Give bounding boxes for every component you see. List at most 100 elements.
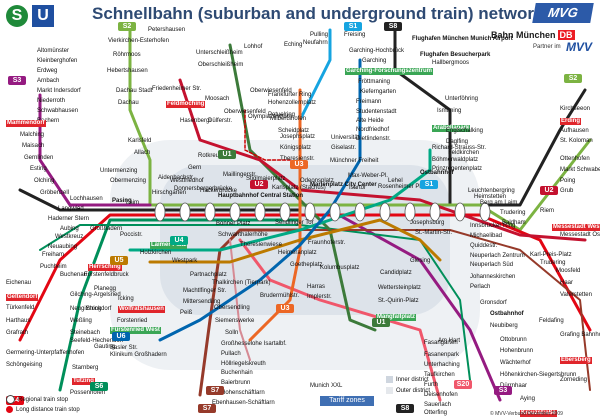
station-label: Universität <box>331 135 360 141</box>
station-label: Grafing Bahnhof <box>560 332 600 338</box>
station-label: Grub <box>560 188 574 194</box>
station-label: Hebertshausen <box>107 68 148 74</box>
station-label: Wettersteinplatz <box>378 285 421 291</box>
station-label: Mammendorf <box>6 120 46 127</box>
station-label: Johanneskirchen <box>470 274 516 280</box>
station-label: Puchheim <box>40 264 67 270</box>
station-label: Geltendorf <box>6 294 39 301</box>
station-label: Westkreuz <box>55 234 84 240</box>
station-label: Erding <box>560 118 581 125</box>
legend-longdistance: Long distance train stop <box>6 406 80 413</box>
line-badge: U3 <box>276 304 294 313</box>
station-label: Harras <box>307 284 326 290</box>
outer-district-icon <box>386 387 393 394</box>
station-label: Ebersberg <box>560 357 592 364</box>
station-label: Holzkirchen <box>140 250 172 256</box>
line-badge: U4 <box>170 236 188 245</box>
station-label: Freimann <box>356 99 382 105</box>
station-label: Laim <box>126 200 140 206</box>
station-label: Böhmerwaldplatz <box>432 157 479 163</box>
inner-district-icon <box>386 376 393 383</box>
line-badge: S3 <box>494 386 512 395</box>
station-label: Höhenkirchen-Siegertsbrunn <box>500 372 577 378</box>
s-bahn-logo: S <box>6 5 28 27</box>
station-label: Maisach <box>22 143 45 149</box>
station-label: Großhesselohe Isartalbf. <box>221 341 287 347</box>
line-badge: U1 <box>372 318 390 327</box>
station-label: Pulling <box>310 32 329 38</box>
station-label: Pullach <box>221 351 241 357</box>
u-bahn-logo: U <box>32 5 54 27</box>
station-label: Arabellapark <box>432 125 471 132</box>
line-badge: S1 <box>420 180 438 189</box>
station-label: Gern <box>188 165 202 171</box>
station-label: Buchenau <box>60 272 88 278</box>
station-label: Unterschleißheim <box>196 50 243 56</box>
db-mark: DB <box>557 30 575 40</box>
station-label: Icking <box>118 296 134 302</box>
station-label: Buchenhain <box>221 370 253 376</box>
station-label: Ottenhofen <box>560 156 590 162</box>
station-label: Otterfing <box>424 410 448 416</box>
line-badge: S4 <box>6 396 24 405</box>
station-label: Poing <box>560 178 576 184</box>
line-badge: S8 <box>384 22 402 31</box>
station-label: Rosenheimer Platz <box>378 184 429 190</box>
station-label: Laimer Platz <box>150 242 188 249</box>
mvg-logo: MVG <box>532 3 594 23</box>
station-label: Solln <box>225 330 239 336</box>
db-text: Bahn München <box>491 30 556 40</box>
station-label: Schöngeising <box>6 362 43 368</box>
legend-regional-label: Regional train stop <box>18 397 69 404</box>
trunk-station-node <box>329 202 341 222</box>
station-label: Gernlinden <box>24 155 54 161</box>
station-label: Gauting <box>94 344 116 350</box>
trunk-station-node <box>279 202 291 222</box>
station-label: Karlsfeld <box>128 138 152 144</box>
station-label: Hohenschäftlarn <box>221 390 265 396</box>
station-label: Forstenried <box>117 318 148 324</box>
station-label: Neubiberg <box>490 323 518 329</box>
tram-line <box>244 109 291 161</box>
station-label: St.-Quirin-Platz <box>378 298 419 304</box>
station-label: Gilching-Argelsried <box>70 292 121 298</box>
line-badge: S7 <box>206 386 224 395</box>
station-label: Prinzregentenplatz <box>432 166 483 172</box>
station-label: Giselastr. <box>331 145 357 151</box>
station-label: Petershausen <box>148 27 186 33</box>
station-label: Zorneding <box>560 377 588 383</box>
station-label: Niederroth <box>37 98 66 104</box>
station-label: Allach <box>134 150 151 156</box>
station-label: Pasing <box>112 198 132 204</box>
line-s2-east <box>148 138 592 232</box>
station-label: Hohenzollernplatz <box>268 100 317 106</box>
station-label: Markt Indersdorf <box>37 88 81 94</box>
station-label: Marienplatz City Center <box>310 182 377 188</box>
station-label: Bonner Platz <box>216 221 251 227</box>
station-label: Dülferstr. <box>208 118 233 124</box>
station-label: Feldmoching <box>166 101 206 108</box>
station-label: Ebenhausen-Schäftlarn <box>212 400 275 406</box>
station-label: Obermenzing <box>110 178 147 184</box>
station-label: Fürstenried West <box>110 327 161 334</box>
station-label: Eching <box>284 42 303 48</box>
station-label: Flughafen München Munich Airport <box>412 36 513 42</box>
station-label: Moosfeld <box>556 268 581 274</box>
station-label: Lochhausen <box>70 196 103 202</box>
station-label: Trudering <box>540 260 566 266</box>
station-label: Englschalking <box>446 128 484 134</box>
trunk-station-node <box>454 202 466 222</box>
station-label: Unterföhring <box>445 96 479 102</box>
station-label: Quiddestr. <box>470 243 498 249</box>
line-badge: U2 <box>250 180 268 189</box>
station-label: Westpark <box>172 258 198 264</box>
station-label: Peiß <box>180 310 193 316</box>
station-label: Lohhof <box>244 44 263 50</box>
station-label: Scheidplatz <box>278 128 310 134</box>
station-label: Schwanthalerhöhe <box>218 232 268 238</box>
line-badge: U1 <box>218 150 236 159</box>
station-label: Höllriegelskreuth <box>221 361 266 367</box>
station-label: Hauptbahnhof Central Station <box>218 193 303 199</box>
